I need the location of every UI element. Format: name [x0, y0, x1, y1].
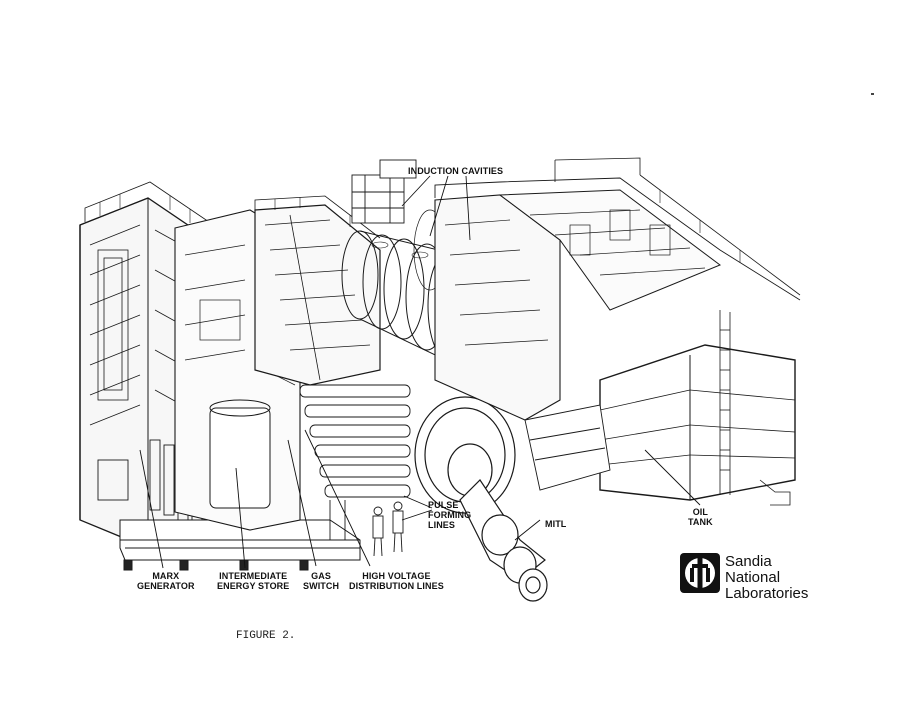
base-platform — [119, 519, 361, 571]
label-pulse-forming-lines: PULSE FORMING LINES — [428, 500, 472, 530]
label-gas-switch: GAS SWITCH — [303, 571, 340, 591]
mitl-structure — [414, 396, 548, 602]
induction-tower — [351, 159, 417, 224]
figure-caption: FIGURE 2. — [236, 630, 296, 642]
oil-tank — [599, 310, 796, 506]
distribution-lines — [299, 384, 411, 540]
label-mitl: MITL — [545, 519, 567, 529]
upper-right-deck — [434, 157, 801, 421]
human-figures — [372, 501, 404, 557]
label-hv-distribution-lines: HIGH VOLTAGE DISTRIBUTION LINES — [349, 571, 444, 591]
label-intermediate-energy-store: INTERMEDIATE ENERGY STORE — [217, 571, 290, 591]
lower-walkway — [524, 404, 611, 491]
label-marx-generator: MARX GENERATOR — [137, 571, 195, 591]
sandia-logo-text: Sandia National Laboratories — [725, 553, 809, 602]
label-oil-tank: OIL TANK — [688, 507, 713, 527]
label-induction-cavities: INDUCTION CAVITIES — [408, 166, 504, 176]
leader-lines — [139, 175, 701, 569]
pfl-deck — [254, 195, 381, 386]
sandia-logo-mark — [680, 553, 720, 593]
scan-speck — [871, 93, 874, 95]
